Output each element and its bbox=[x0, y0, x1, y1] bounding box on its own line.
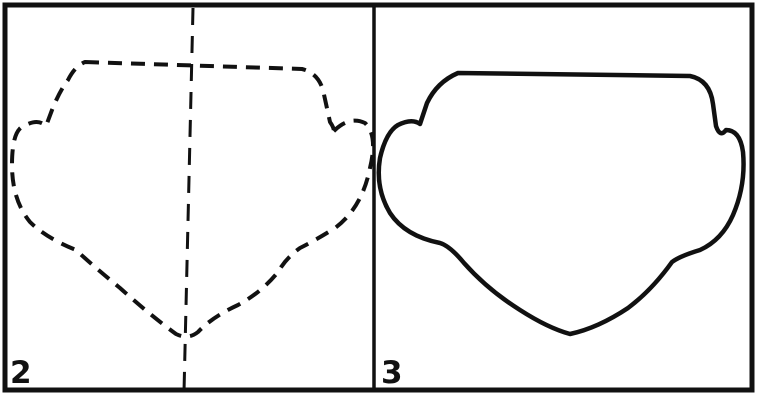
panel-number-2: 2 bbox=[10, 355, 32, 391]
solid-shield-outline bbox=[376, 70, 746, 337]
panel-2: 2 bbox=[10, 7, 376, 393]
figure-frame bbox=[2, 2, 755, 393]
dashed-shield-outline bbox=[10, 60, 376, 339]
panel-3: 3 bbox=[376, 70, 746, 391]
panel-number-3: 3 bbox=[381, 355, 403, 391]
center-fold-line bbox=[182, 7, 195, 393]
